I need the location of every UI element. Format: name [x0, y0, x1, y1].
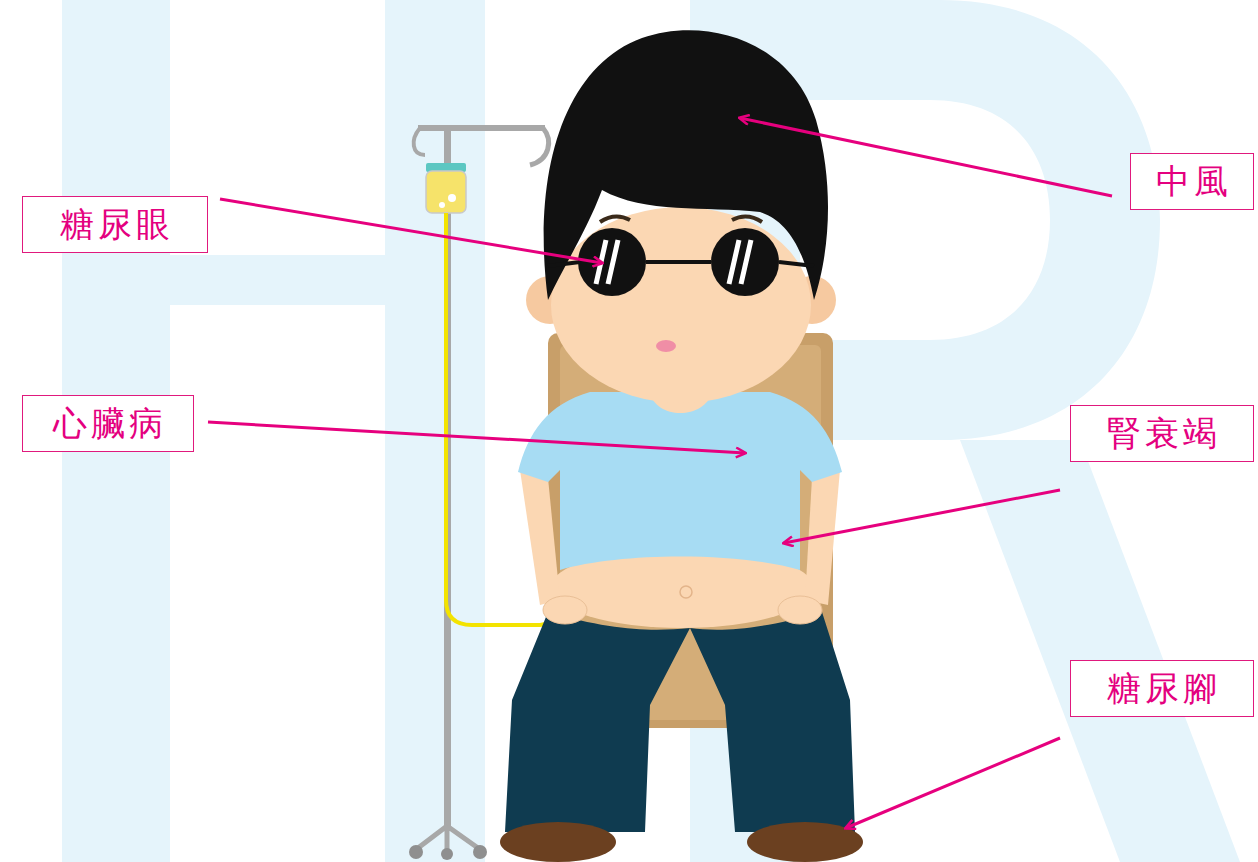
callout-box: 糖尿眼: [22, 196, 208, 253]
shirt: [518, 392, 842, 570]
iv-base: [418, 826, 478, 850]
watermark-bar: [170, 255, 385, 305]
arm: [520, 470, 560, 605]
callout-label: 心臟病: [49, 403, 167, 444]
eyebrow: [732, 216, 762, 222]
leader-arrow: [208, 422, 745, 453]
callout-label: 糖尿眼: [56, 204, 174, 245]
iv-hook: [530, 128, 549, 165]
callout-box: 腎衰竭: [1070, 405, 1254, 462]
hand: [543, 596, 587, 624]
navel: [680, 586, 692, 598]
iv-hook: [414, 128, 425, 155]
iv-bubble: [439, 202, 445, 208]
shoe: [500, 822, 616, 862]
iv-wheel: [409, 845, 423, 859]
leader-arrow: [220, 199, 602, 263]
eyebrow: [600, 216, 630, 222]
leader-lines: [208, 118, 1112, 828]
glasses-glint: [596, 240, 751, 284]
leader-arrow: [846, 738, 1060, 828]
iv-wheel: [441, 848, 453, 860]
iv-bar: [418, 125, 545, 131]
callout-label: 糖尿腳: [1103, 668, 1221, 709]
watermark-leg: [960, 440, 1240, 862]
leader-arrow: [784, 490, 1060, 543]
callout-box: 心臟病: [22, 395, 194, 452]
leader-arrow: [740, 118, 1112, 196]
callout-label: 中風: [1152, 161, 1232, 202]
callout-label: 腎衰竭: [1103, 413, 1221, 454]
shoe: [747, 822, 863, 862]
hand: [778, 596, 822, 624]
watermark: [62, 0, 1240, 862]
iv-wheel: [473, 845, 487, 859]
face: [551, 207, 811, 403]
callout-box: 糖尿腳: [1070, 660, 1254, 717]
callout-box: 中風: [1130, 153, 1254, 210]
iv-tube: [446, 213, 560, 625]
mouth: [656, 340, 676, 352]
pants-leg: [505, 612, 690, 832]
pants-leg: [690, 612, 855, 832]
iv-bag: [426, 171, 466, 213]
iv-bubble: [448, 194, 456, 202]
